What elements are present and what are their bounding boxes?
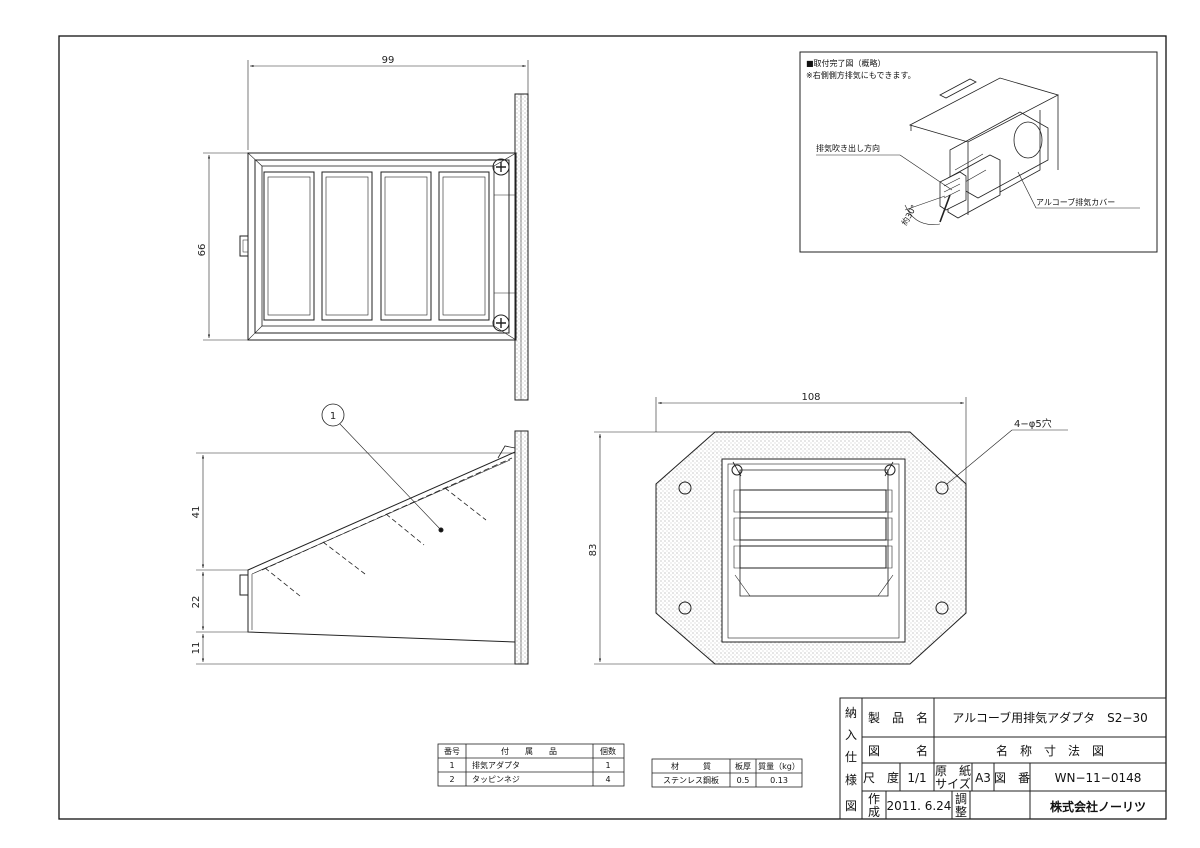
sheet-border [58,35,1167,820]
drawing-name: 名 称 寸 法 図 [996,743,1104,758]
parts-row1-qty: 1 [605,761,610,770]
material-value-thickness: 0.5 [737,776,750,785]
scale-label: 尺 度 [863,770,899,785]
drawing-no-label: 図 番 [994,771,1030,785]
tb-vchar-1: 納 [845,706,857,720]
created-date: 2011. 6.24 [887,799,952,813]
paper-label-top: 原 紙 [935,763,971,778]
material-header-material: 材 質 [671,761,711,771]
inset-label-cover: アルコーブ排気カバー [1036,197,1115,207]
tb-vchar-5: 図 [845,799,857,813]
part-callout-number: 1 [330,411,336,422]
adjusted-label-top: 調 [955,792,967,806]
drawing-name-label: 図 名 [868,743,928,758]
dim-front-height: 66 [197,244,208,257]
inset-sketch [816,77,1140,225]
tb-vchar-4: 様 [845,773,857,787]
created-label-bottom: 成 [868,805,880,819]
product-name: アルコーブ用排気アダプタ S2−30 [952,710,1148,725]
material-header-mass: 質量（kg） [758,761,800,771]
drawing-no: WN−11−0148 [1055,771,1142,785]
dim-plate-width: 108 [801,392,820,403]
inset-title: ■取付完了図（概略） [806,58,886,68]
parts-row2-no: 2 [449,775,454,784]
scale-value: 1/1 [907,771,926,785]
company-name: 株式会社ノーリツ [1050,799,1146,814]
parts-table [437,743,625,787]
dim-side-middle: 22 [191,596,202,609]
inset-label-direction: 排気吹き出し方向 [816,143,880,153]
material-table [651,758,803,788]
side-view [196,403,529,665]
parts-header-item: 付 属 品 [501,746,557,756]
dim-side-lower: 11 [191,642,202,655]
front-view [203,60,529,401]
material-header-thickness: 板厚 [735,761,751,771]
adjusted-label-bottom: 整 [955,804,967,819]
dim-front-width: 99 [382,55,395,66]
paper-size: A3 [975,771,991,785]
paper-label-bottom: サイズ [935,776,971,791]
screw-top-icon [492,158,510,176]
material-value-material: ステンレス鋼板 [663,775,719,785]
tb-vchar-2: 入 [845,728,857,742]
inset-angle: 約30° [899,203,919,227]
parts-row1-no: 1 [449,761,454,770]
tb-vchar-3: 仕 [845,750,857,764]
parts-row1-item: 排気アダプタ [472,760,520,770]
material-value-mass: 0.13 [770,776,788,785]
inset-note: ※右側側方排気にもできます。 [806,70,916,80]
parts-header-qty: 個数 [600,746,616,756]
plate-view [594,397,1068,665]
dim-side-upper: 41 [191,506,202,519]
title-block [839,697,1167,820]
hole-note: 4−φ5穴 [1014,417,1052,430]
screw-bottom-icon [492,314,510,332]
product-name-label: 製 品 名 [868,710,928,725]
parts-header-no: 番号 [444,746,460,756]
created-label-top: 作 [868,792,880,806]
dim-plate-height: 83 [588,544,599,557]
parts-row2-item: タッピンネジ [472,775,520,784]
inset-frame [799,51,1158,253]
parts-row2-qty: 4 [605,775,610,784]
